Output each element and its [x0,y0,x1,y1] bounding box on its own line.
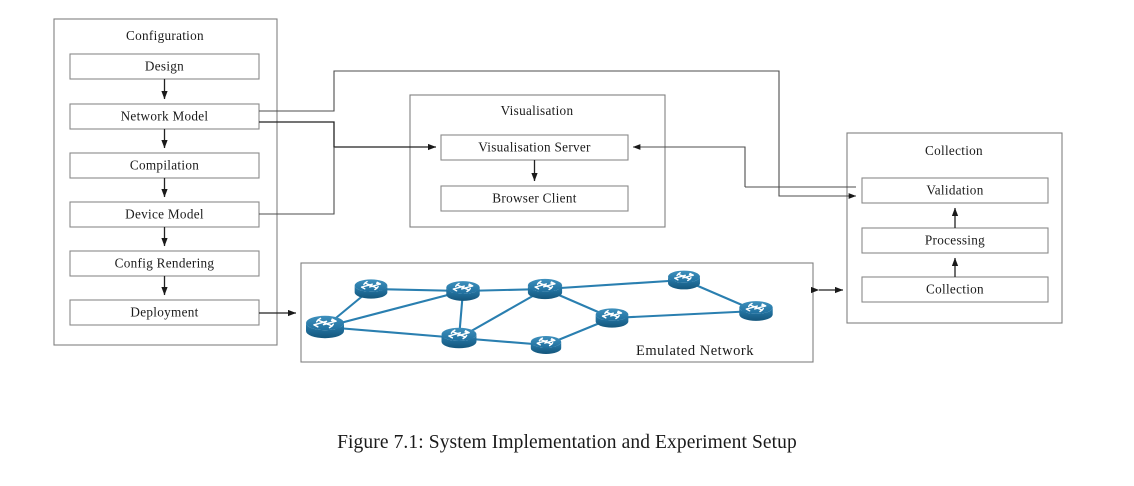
router-icon[interactable] [441,327,477,349]
node-browser-client[interactable]: Browser Client [440,185,629,212]
router-icon[interactable] [668,270,700,290]
router-icon[interactable] [527,278,563,300]
link-r7-r9 [610,309,758,320]
node-processing[interactable]: Processing [861,227,1049,254]
group-collection: Collection Validation Processing Collect… [846,132,1063,324]
node-device-model-box[interactable] [69,201,260,228]
visualisation-title: Visualisation [501,103,574,118]
link-r5-r8 [543,278,686,291]
node-deployment-box[interactable] [69,299,260,326]
node-processing-box[interactable] [861,227,1049,254]
node-validation-box[interactable] [861,177,1049,204]
node-compilation-label: Compilation [130,158,199,173]
group-emulated-network: Emulated Network [300,262,814,363]
figure-caption: Figure 7.1: System Implementation and Ex… [337,432,797,453]
node-validation-label: Validation [926,183,983,198]
network-routers [306,270,773,354]
link-r1-r4 [323,325,461,340]
link-r4-r5 [457,287,547,340]
router-icon[interactable] [595,308,629,328]
group-visualisation: Visualisation Visualisation Server Brows… [409,94,666,228]
node-visualisation-server-label: Visualisation Server [478,140,591,155]
node-config-rendering[interactable]: Config Rendering [69,250,260,277]
node-device-model[interactable]: Device Model [69,201,260,228]
node-network-model-label: Network Model [121,109,209,124]
router-icon[interactable] [530,336,562,354]
configuration-title: Configuration [126,28,204,43]
visualisation-frame [409,94,666,228]
router-icon[interactable] [739,301,773,321]
node-browser-client-label: Browser Client [492,191,576,206]
connector-device-model-to-visualisation-server [259,147,335,215]
group-configuration: Configuration Design Network Model Compi… [53,18,278,346]
collection-title: Collection [925,143,983,158]
node-collection[interactable]: Collection [861,276,1049,303]
node-browser-client-box[interactable] [440,185,629,212]
node-collection-label: Collection [926,282,984,297]
node-device-model-label: Device Model [125,207,204,222]
connector-network-model-to-visualisation-server [259,121,437,151]
node-collection-box[interactable] [861,276,1049,303]
node-network-model[interactable]: Network Model [69,103,260,130]
router-icon[interactable] [446,281,480,301]
inter-group-connectors [259,70,857,317]
node-validation[interactable]: Validation [861,177,1049,204]
connector-network-model-to-validation [259,70,857,199]
node-compilation[interactable]: Compilation [69,152,260,179]
link-r1-r3 [323,289,465,329]
router-icon[interactable] [306,315,344,339]
node-visualisation-server[interactable]: Visualisation Server [440,134,629,161]
emulated-network-label: Emulated Network [636,343,754,359]
node-processing-label: Processing [925,233,985,248]
router-icon[interactable] [354,279,388,299]
configuration-frame [53,18,278,346]
node-design-label: Design [145,59,184,74]
node-deployment-label: Deployment [130,305,198,320]
node-compilation-box[interactable] [69,152,260,179]
emulated-network-frame [300,262,814,363]
node-deployment[interactable]: Deployment [69,299,260,326]
connector-validation-to-visualisation-server [632,144,746,187]
node-design[interactable]: Design [69,53,260,80]
collection-frame [846,132,1063,324]
node-config-rendering-label: Config Rendering [115,256,215,271]
